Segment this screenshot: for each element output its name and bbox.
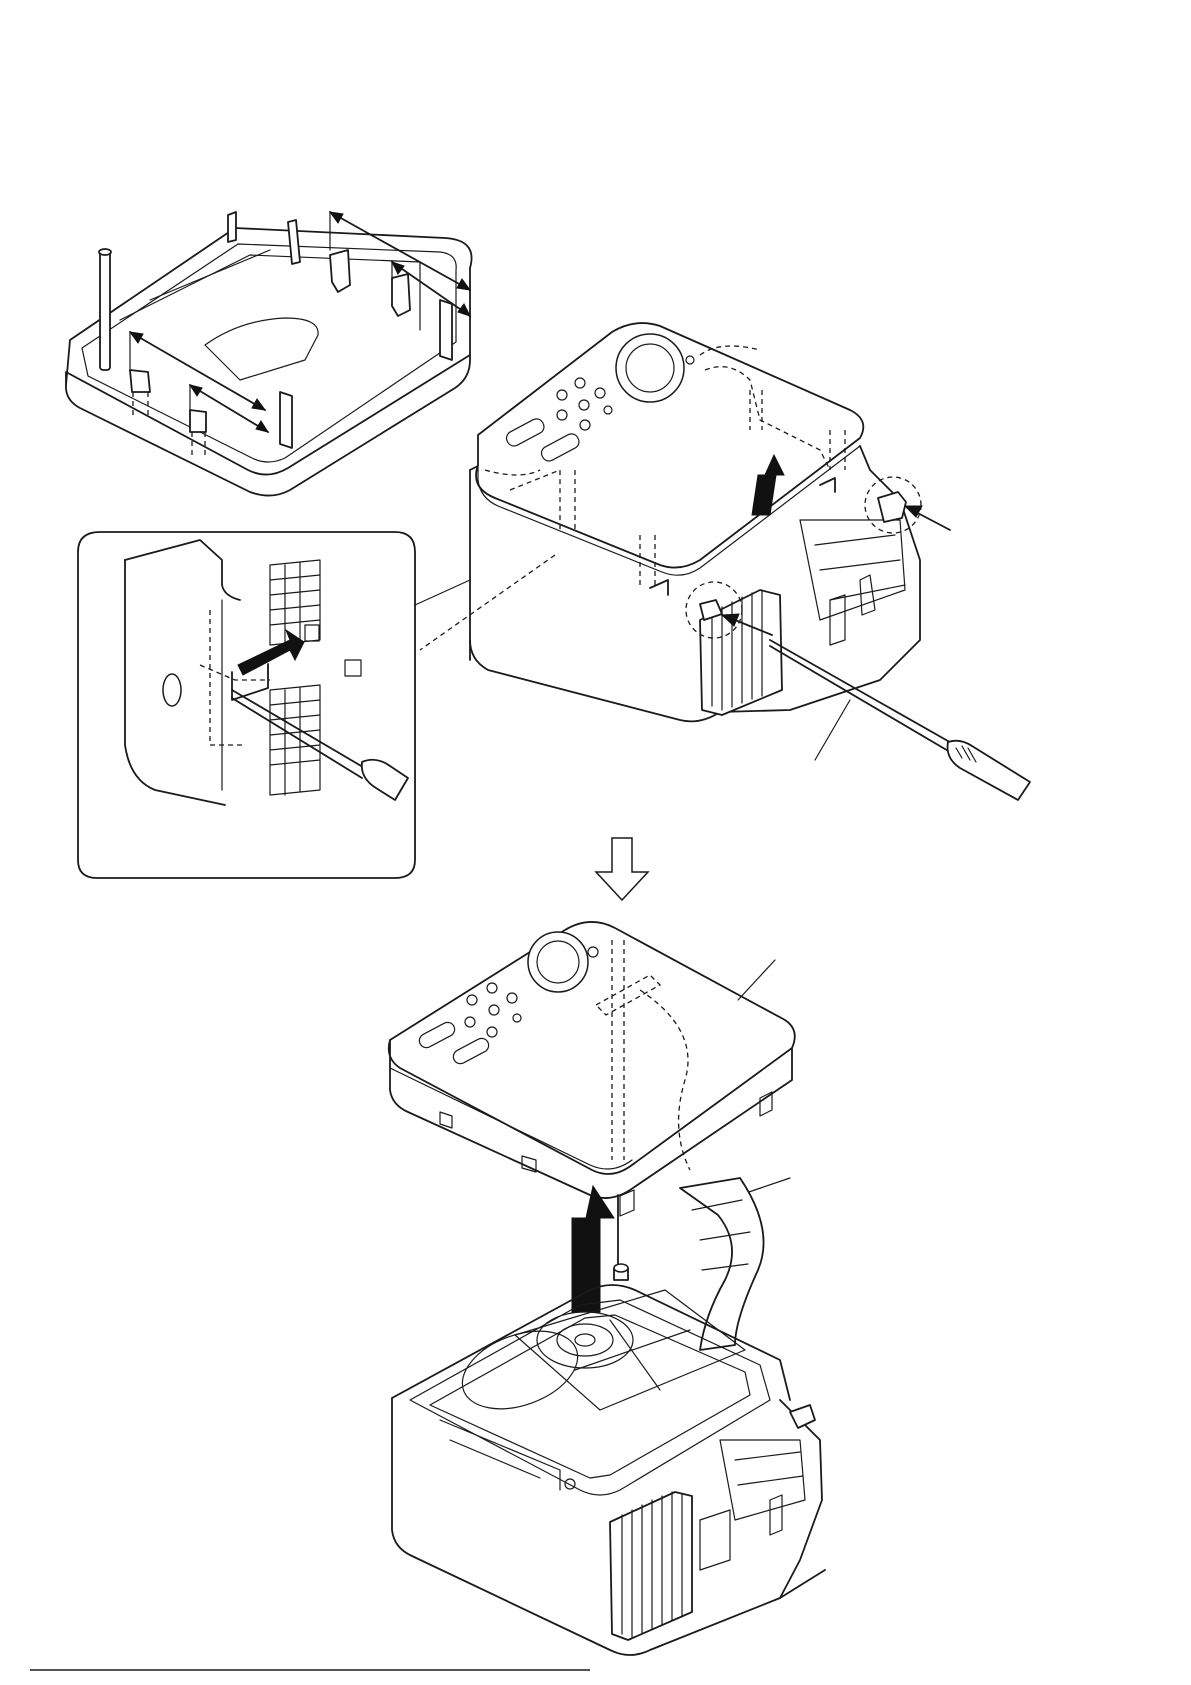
down-arrow-icon — [596, 838, 648, 900]
screwdriver-icon — [770, 640, 1030, 800]
bottom-cabinet-view — [66, 212, 472, 496]
detail-inset — [78, 532, 415, 878]
screwdriver-release-view — [415, 323, 1030, 800]
top-cover-removal-view — [389, 922, 825, 1655]
